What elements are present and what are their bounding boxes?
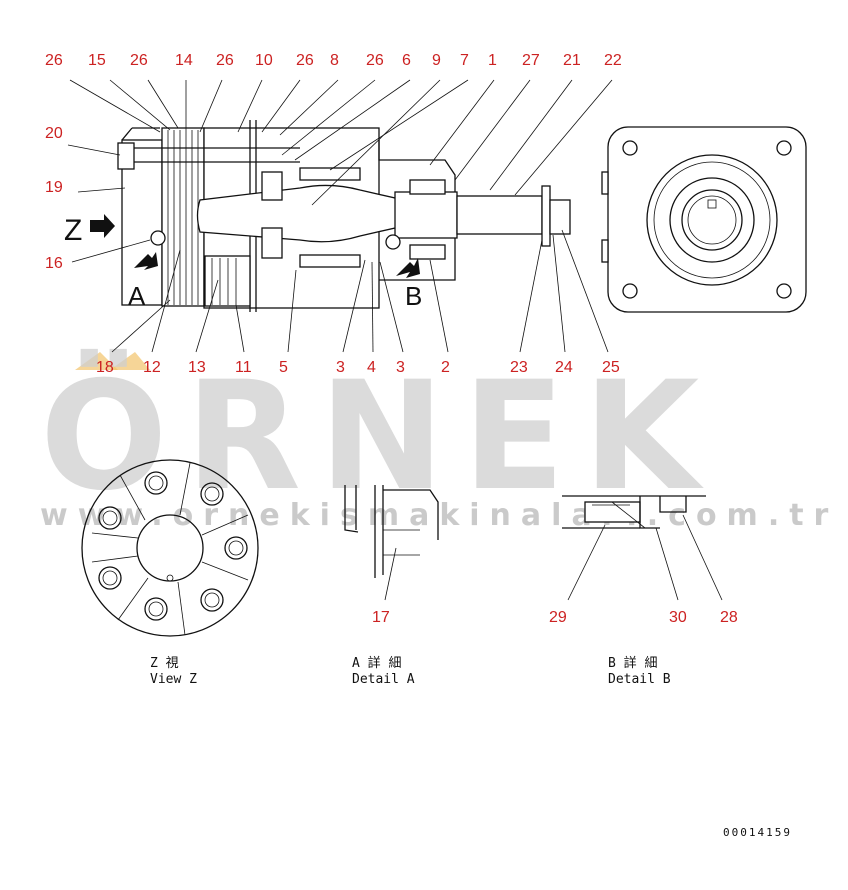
pilot-circle — [646, 154, 778, 286]
callouts-left: 20 19 16 — [45, 125, 63, 272]
view-z-caption-jp: Z 視 — [150, 656, 179, 671]
drawing-code: 00014159 — [723, 826, 792, 839]
callout-label: 7 — [460, 52, 469, 69]
callout-label: 26 — [45, 52, 63, 69]
callout-label: 20 — [45, 125, 63, 142]
callout-label: 2 — [441, 359, 450, 376]
shaft-collar — [394, 191, 458, 239]
front-view — [601, 126, 807, 313]
callout-label: 23 — [510, 359, 528, 376]
callout-label: 11 — [235, 359, 252, 376]
callout-label: 25 — [602, 359, 620, 376]
flange-bolt-hole — [622, 283, 638, 299]
flange-bolt-hole — [776, 283, 792, 299]
captions: Z 視 View Z A 詳 細 Detail A B 詳 細 Detail B — [150, 655, 671, 687]
leader-lines — [67, 79, 613, 353]
o-ring-16 — [150, 230, 166, 246]
callout-label: 8 — [330, 52, 339, 69]
watermark-accent-left — [75, 352, 118, 370]
drive-shaft — [456, 195, 543, 235]
front-housing — [378, 140, 456, 281]
callout-label: 27 — [522, 52, 540, 69]
shaft-nut — [549, 199, 571, 235]
callout-label: 6 — [402, 52, 411, 69]
detail-a-letter: A — [128, 281, 146, 311]
watermark-url: www.ornekismakinalari.com.tr — [40, 498, 838, 533]
flange-bolt-hole — [776, 140, 792, 156]
callout-label: 4 — [367, 359, 376, 376]
callout-label: 18 — [96, 359, 114, 376]
callout-label: 29 — [549, 609, 567, 626]
callout-label: 26 — [130, 52, 148, 69]
callout-label: 26 — [216, 52, 234, 69]
callout-label: 10 — [255, 52, 273, 69]
callouts-bottom: 18 12 13 11 5 3 4 3 2 23 24 25 — [96, 359, 620, 376]
detail-a-caption-jp: A 詳 細 — [352, 655, 401, 671]
callout-label: 19 — [45, 179, 63, 196]
detail-a-drawing — [344, 485, 439, 601]
callouts-details: 17 29 30 28 — [372, 609, 738, 626]
detail-b-caption-en: Detail B — [608, 672, 671, 687]
callout-label: 5 — [279, 359, 288, 376]
callout-label: 21 — [563, 52, 581, 69]
view-z-caption-en: View Z — [150, 672, 197, 687]
callout-label: 9 — [432, 52, 441, 69]
callout-label: 3 — [396, 359, 405, 376]
callout-label: 17 — [372, 609, 390, 626]
detail-b-letter: B — [405, 281, 422, 311]
callout-label: 14 — [175, 52, 193, 69]
callout-label: 24 — [555, 359, 573, 376]
callout-label: 30 — [669, 609, 687, 626]
callout-label: 26 — [366, 52, 384, 69]
end-cover — [121, 139, 163, 306]
view-z-drawing — [81, 459, 259, 637]
view-z-letter: Z — [64, 214, 82, 247]
o-ring-b — [385, 234, 401, 250]
watermark-brand: ÖRNEK — [40, 348, 717, 524]
callout-label: 28 — [720, 609, 738, 626]
callouts-top: 26 15 26 14 26 10 26 8 26 6 9 7 1 27 21 … — [45, 52, 622, 69]
watermark-accent-right — [110, 352, 150, 370]
detail-a-caption-en: Detail A — [352, 672, 415, 687]
detail-b-caption-jp: B 詳 細 — [608, 655, 657, 671]
callout-label: 15 — [88, 52, 106, 69]
detail-a-arrow-icon — [134, 252, 158, 270]
view-z-arrow-icon — [90, 214, 115, 238]
detail-b-arrow-icon — [396, 258, 420, 278]
main-section-view: Z A B — [64, 79, 613, 353]
retaining-ring — [541, 185, 551, 247]
detail-b-drawing — [562, 495, 723, 601]
callout-label: 13 — [188, 359, 206, 376]
callout-label: 26 — [296, 52, 314, 69]
flange-bolt-hole — [622, 140, 638, 156]
bolt-head — [117, 142, 135, 170]
callout-label: 12 — [143, 359, 161, 376]
callout-label: 1 — [488, 52, 497, 69]
end-cover-outline — [81, 459, 259, 637]
callout-label: 22 — [604, 52, 622, 69]
callout-label: 3 — [336, 359, 345, 376]
callout-label: 16 — [45, 255, 63, 272]
